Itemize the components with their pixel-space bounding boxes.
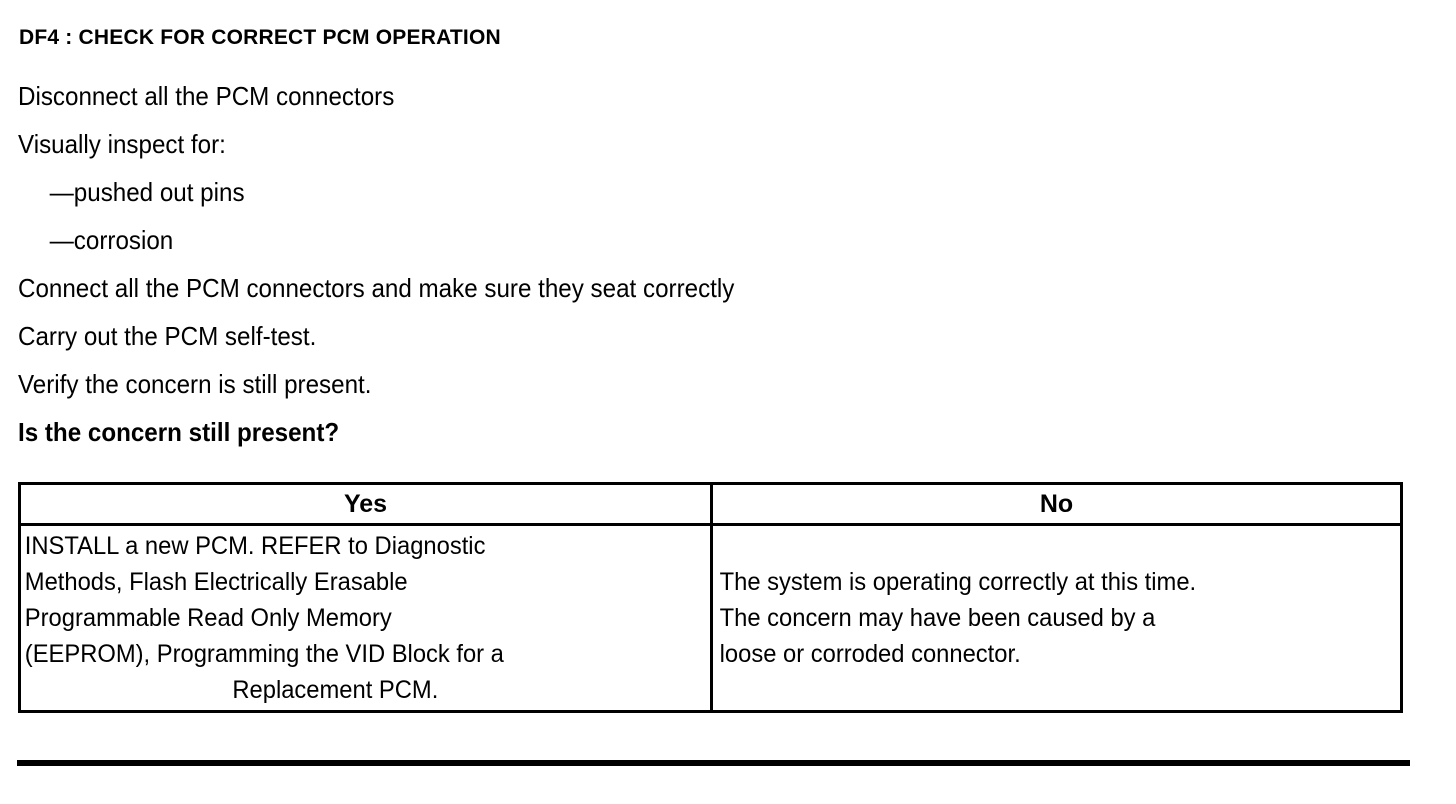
procedure-step-line: Connect all the PCM connectors and make … xyxy=(18,273,735,303)
procedure-step-line: Visually inspect for: xyxy=(18,129,226,159)
procedure-step-line: —pushed out pins xyxy=(49,177,245,207)
answer-cell-yes-line: (EEPROM), Programming the VID Block for … xyxy=(24,640,504,668)
procedure-step-line: Disconnect all the PCM connectors xyxy=(18,81,395,111)
answer-cell-no: The system is operating correctly at thi… xyxy=(710,523,1403,713)
header-cell-no: No xyxy=(710,482,1403,526)
procedure-step-line: Verify the concern is still present. xyxy=(18,369,372,399)
answer-cell-no-text: The system is operating correctly at thi… xyxy=(713,564,1366,672)
footer-divider-rule xyxy=(17,760,1410,766)
table-header-row: Yes No xyxy=(18,482,1403,526)
answer-cell-no-line: The concern may have been caused by a xyxy=(719,604,1156,632)
page-title: DF4 : CHECK FOR CORRECT PCM OPERATION xyxy=(19,26,501,49)
answer-cell-yes-line: Methods, Flash Electrically Erasable xyxy=(24,568,408,596)
header-cell-yes: Yes xyxy=(18,482,713,526)
procedure-step-line: Is the concern still present? xyxy=(18,417,340,447)
answer-table: Yes No INSTALL a new PCM. REFER to Diagn… xyxy=(18,482,1403,713)
answer-cell-no-line: The system is operating correctly at thi… xyxy=(719,568,1197,596)
procedure-step-line: —corrosion xyxy=(49,225,174,255)
answer-cell-yes-line: Replacement PCM. xyxy=(232,676,439,704)
answer-cell-yes-line: INSTALL a new PCM. REFER to Diagnostic xyxy=(24,532,486,560)
answer-cell-yes-line: Programmable Read Only Memory xyxy=(24,604,392,632)
answer-cell-no-line: loose or corroded connector. xyxy=(719,640,1021,668)
procedure-step-line: Carry out the PCM self-test. xyxy=(18,321,317,351)
